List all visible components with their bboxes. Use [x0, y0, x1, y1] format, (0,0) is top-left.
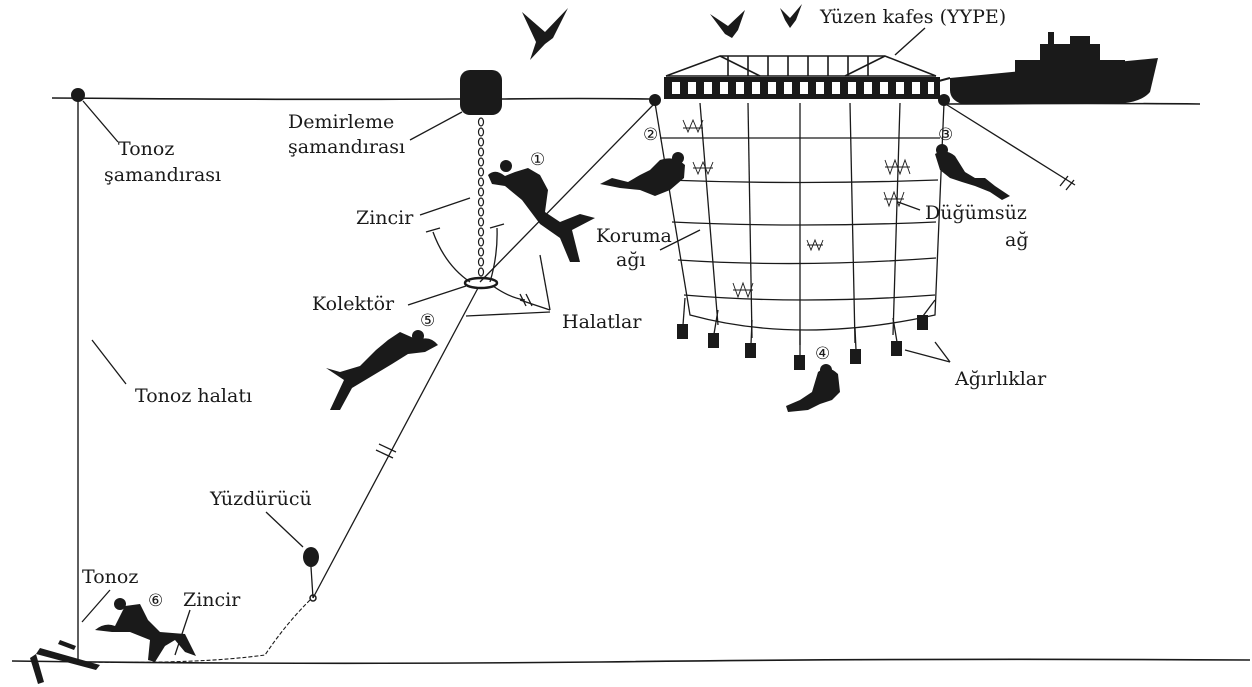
label-tonoz-buoy-2: şamandırası	[104, 164, 221, 186]
label-knotless-net-1: Düğümsüz	[925, 202, 1027, 224]
diver-number-3: ③	[938, 125, 953, 145]
label-collector: Kolektör	[312, 293, 395, 315]
label-protection-net-2: ağı	[616, 249, 646, 271]
label-chain-upper: Zincir	[356, 207, 414, 229]
label-mooring-buoy-1: Demirleme	[288, 111, 394, 133]
label-weights: Ağırlıklar	[954, 368, 1047, 390]
diver-number-2: ②	[643, 125, 658, 145]
diver-icon	[488, 160, 595, 262]
main-mooring-rope	[312, 287, 479, 599]
label-floating-cage: Yüzen kafes (YYPE)	[819, 6, 1006, 28]
label-tonoz-anchor: Tonoz	[82, 566, 138, 588]
float-buoy	[303, 547, 319, 602]
diver-icon	[600, 152, 685, 196]
tonoz-buoy	[71, 88, 85, 662]
diver-icon	[935, 144, 1010, 200]
labels: Yüzen kafes (YYPE) Tonoz şamandırası Dem…	[82, 6, 1047, 611]
bird-icon	[710, 10, 745, 38]
upper-chain	[477, 117, 485, 277]
anchor-icon	[30, 640, 100, 684]
floating-cage	[649, 55, 950, 106]
label-knotless-net-2: ağ	[1005, 229, 1029, 251]
cage-mooring-ropes	[479, 102, 1076, 283]
lower-chain	[89, 599, 311, 663]
diver-icon	[95, 598, 196, 662]
diver-number-5: ⑤	[420, 311, 435, 331]
collector-ring	[463, 276, 499, 290]
diver-icon	[326, 330, 438, 410]
diver-number-1: ①	[530, 150, 545, 170]
protection-net	[654, 102, 945, 356]
boat-icon	[934, 32, 1158, 104]
diver-icon	[786, 364, 840, 412]
seabed	[11, 658, 1251, 665]
diver-number-4: ④	[815, 344, 830, 364]
label-tonoz-buoy-1: Tonoz	[118, 138, 174, 160]
label-ropes: Halatlar	[562, 311, 642, 333]
net-patch-icon	[682, 118, 911, 299]
cage-label-leader	[894, 27, 926, 56]
diver-number-6: ⑥	[148, 591, 163, 611]
label-tonoz-rope: Tonoz halatı	[135, 385, 252, 407]
bird-icon	[780, 4, 802, 28]
label-chain-lower: Zincir	[183, 589, 241, 611]
label-float: Yüzdürücü	[209, 488, 312, 510]
label-protection-net-1: Koruma	[596, 225, 672, 247]
leader-lines	[81, 100, 951, 656]
bird-icon	[522, 8, 568, 60]
label-mooring-buoy-2: şamandırası	[288, 136, 405, 158]
buoy-icon	[460, 70, 502, 115]
diver-number-markers: ① ② ③ ④ ⑤ ⑥	[148, 125, 953, 611]
weights	[677, 315, 928, 370]
